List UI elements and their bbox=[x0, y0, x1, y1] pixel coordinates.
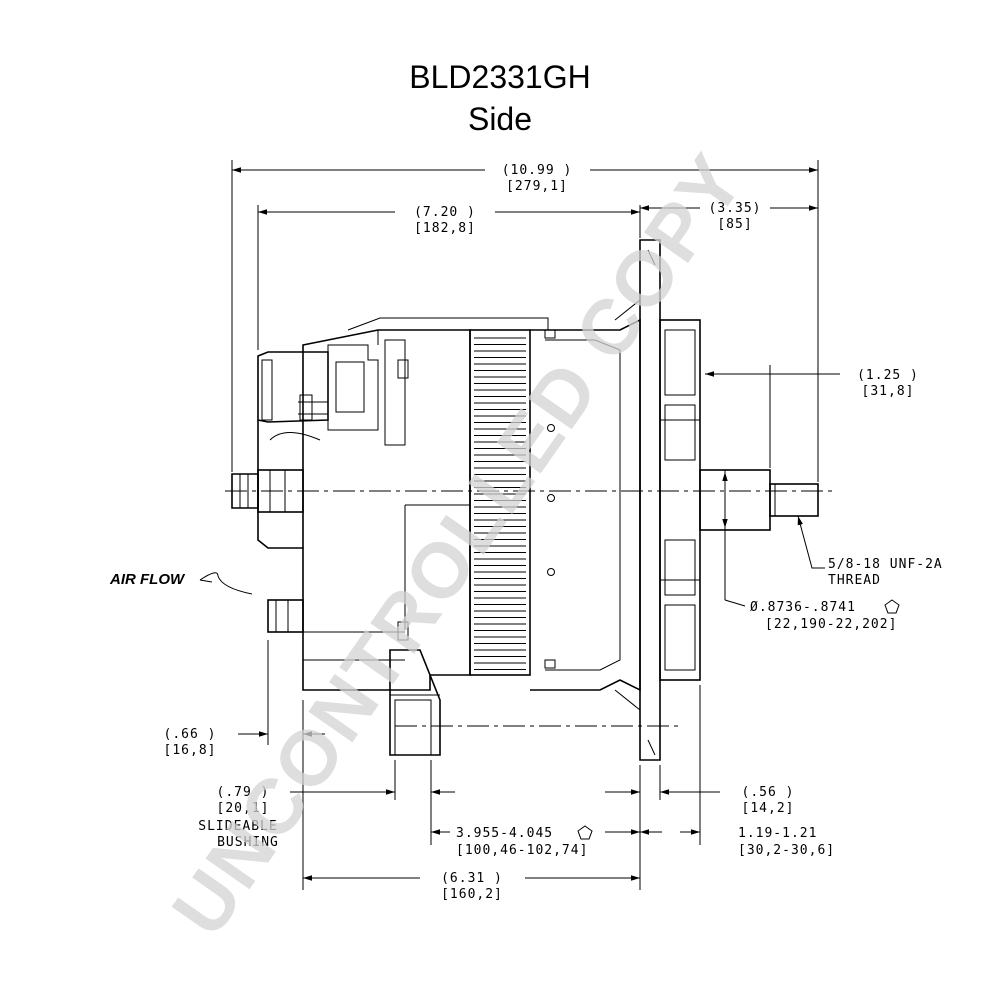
view-title: Side bbox=[468, 101, 532, 137]
air-flow-arrow-icon bbox=[199, 572, 253, 595]
dimension-lines bbox=[232, 167, 840, 881]
shaft-extension-metric: [31,8] bbox=[862, 384, 915, 399]
thread-label: THREAD bbox=[828, 573, 881, 588]
shaft-diameter-imperial: Ø.8736-.8741 bbox=[750, 600, 856, 615]
foot-offset-metric: [16,8] bbox=[164, 743, 217, 758]
shaft-diameter-metric: [22,190-22,202] bbox=[765, 617, 897, 632]
stator-fins bbox=[474, 337, 526, 670]
body-length-imperial: (7.20 ) bbox=[414, 205, 476, 220]
front-length-metric: [85] bbox=[717, 217, 752, 232]
shaft-extension-imperial: (1.25 ) bbox=[857, 368, 919, 383]
flange-to-pulley-imperial: 1.19-1.21 bbox=[738, 826, 817, 841]
bushing-width-imperial: (.79 ) bbox=[217, 785, 270, 800]
alternator-outline bbox=[231, 239, 819, 761]
bushing-label-line1: SLIDEABLE bbox=[198, 819, 277, 834]
overall-length-metric: [279,1] bbox=[506, 179, 568, 194]
part-number-title: BLD2331GH bbox=[409, 59, 590, 95]
body-length-metric: [182,8] bbox=[414, 221, 476, 236]
bushing-width-metric: [20,1] bbox=[217, 801, 270, 816]
mount-span-metric: [100,46-102,74] bbox=[456, 843, 588, 858]
flange-to-pulley-metric: [30,2-30,6] bbox=[738, 843, 835, 858]
critical-dimension-symbol bbox=[884, 599, 900, 614]
thread-spec: 5/8-18 UNF-2A bbox=[828, 557, 943, 572]
extension-lines bbox=[231, 160, 819, 890]
overall-length-imperial: (10.99 ) bbox=[502, 163, 573, 178]
critical-dimension-symbol-2 bbox=[577, 825, 593, 840]
flange-thickness-imperial: (.56 ) bbox=[742, 785, 795, 800]
front-length-imperial: (3.35) bbox=[709, 201, 762, 216]
mount-span-imperial: 3.955-4.045 bbox=[456, 826, 553, 841]
flange-thickness-metric: [14,2] bbox=[742, 801, 795, 816]
bushing-label-line2: BUSHING bbox=[217, 835, 279, 850]
air-flow-label: AIR FLOW bbox=[109, 571, 186, 588]
foot-to-flange-metric: [160,2] bbox=[441, 887, 503, 902]
foot-offset-imperial: (.66 ) bbox=[164, 727, 217, 742]
foot-to-flange-imperial: (6.31 ) bbox=[441, 871, 503, 886]
